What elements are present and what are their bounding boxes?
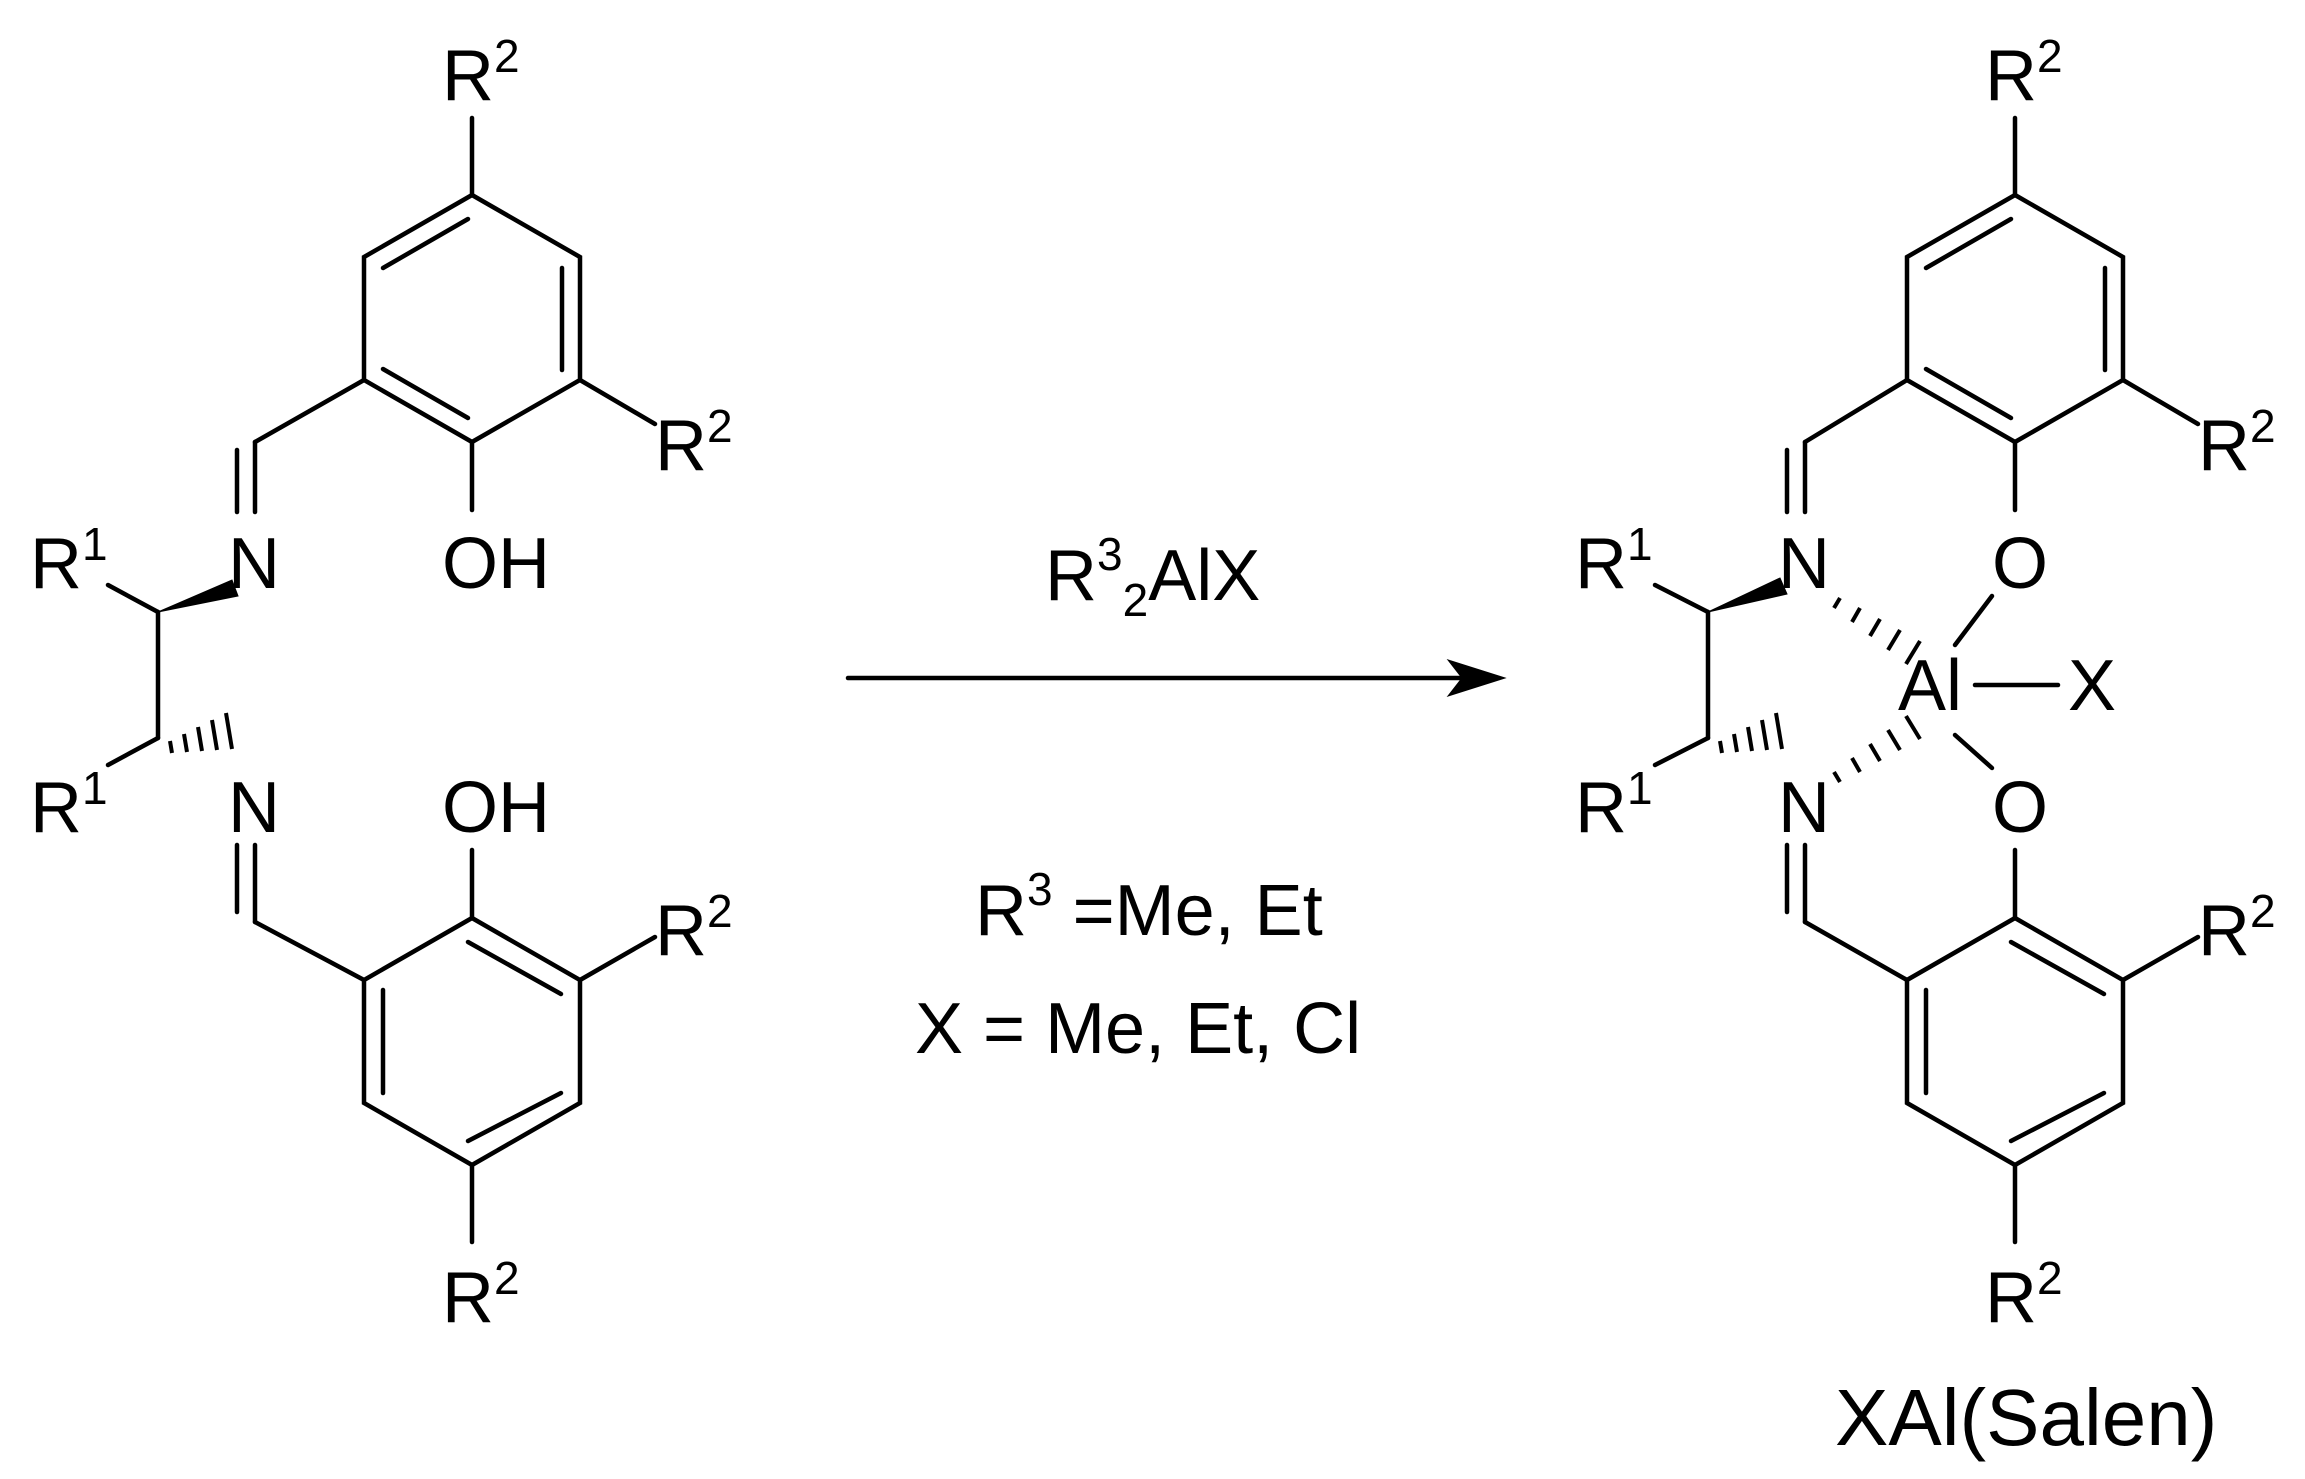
r2-label-product-bottom: R2 bbox=[1985, 1252, 2063, 1338]
product-wedge-bond-upper bbox=[1707, 577, 1788, 613]
oh-label-lower: OH bbox=[442, 768, 550, 848]
product-caption: XAl(Salen) bbox=[1835, 1373, 2217, 1462]
n-label-product-lower: N bbox=[1778, 768, 1830, 848]
product-hash-bond-lower bbox=[1718, 712, 1784, 754]
r2-label-product-upper-right: R2 bbox=[2198, 400, 2276, 486]
r1-label-lower: R1 bbox=[30, 762, 108, 848]
n-label-lower: N bbox=[228, 768, 280, 848]
r2-label-reactant-top: R2 bbox=[442, 30, 520, 116]
product-lower-ring bbox=[1904, 915, 2126, 1168]
r1-label-product-upper: R1 bbox=[1575, 518, 1653, 604]
hash-bond-lower bbox=[168, 712, 234, 754]
r2-label-reactant-bottom: R2 bbox=[442, 1252, 520, 1338]
imine-double-bond-lower bbox=[234, 842, 258, 925]
r2-label-reactant-lower-right: R2 bbox=[655, 885, 733, 971]
wedge-bond-upper bbox=[157, 579, 239, 613]
oh-label-upper: OH bbox=[442, 524, 550, 604]
bond-ch-to-ring-lower bbox=[252, 919, 367, 983]
imine-double-bond-upper bbox=[234, 439, 258, 515]
n-label-product-upper: N bbox=[1778, 524, 1830, 604]
r1-label-upper: R1 bbox=[30, 518, 108, 604]
al-label: Al bbox=[1898, 646, 1962, 726]
r1-label-product-lower: R1 bbox=[1575, 762, 1653, 848]
r2-label-product-lower-right: R2 bbox=[2198, 885, 2276, 971]
r2-label-reactant-upper-right: R2 bbox=[655, 400, 733, 486]
product-xal-salen: R2 R2 O N R1 Al X R1 N O R2 R2 XAl(Salen… bbox=[1575, 30, 2276, 1462]
bond-c-to-r1-lower bbox=[105, 735, 161, 768]
o-label-product-upper: O bbox=[1992, 524, 2048, 604]
product-upper-ring bbox=[1904, 192, 2126, 445]
reactant-lower-ring bbox=[361, 915, 583, 1168]
hash-bond-n-al-upper bbox=[1832, 596, 1922, 666]
reaction-arrow-group: R32AlX R3 =Me, Et X = Me, Et, Cl bbox=[845, 528, 1507, 1069]
bond-product-c-to-r1-upper bbox=[1652, 582, 1711, 615]
bond-ring-to-r2-upper-right bbox=[577, 377, 658, 427]
reagent-formula: R32AlX bbox=[1045, 528, 1260, 626]
o-label-product-lower: O bbox=[1992, 768, 2048, 848]
bond-ring-to-r2-lower-right bbox=[577, 934, 658, 983]
bond-product-ring-to-ch-upper bbox=[1802, 377, 1910, 445]
bond-ring-to-ch-upper bbox=[252, 377, 367, 445]
reactant-upper-ring bbox=[361, 192, 583, 445]
x-label-product: X bbox=[2068, 646, 2116, 726]
bond-al-o-upper bbox=[1952, 593, 1995, 648]
condition-x: X = Me, Et, Cl bbox=[915, 989, 1361, 1069]
bond-product-c-to-r1-lower bbox=[1652, 735, 1711, 768]
product-imine-double-bond-upper bbox=[1784, 439, 1808, 515]
bond-product-ring-to-r2-lower-right bbox=[2120, 934, 2201, 983]
bond-al-o-lower bbox=[1952, 732, 1995, 771]
bond-product-ring-to-r2-upper-right bbox=[2120, 377, 2201, 427]
bond-c-to-r1-upper bbox=[105, 582, 161, 615]
reactant-salen-ligand: R2 R2 OH N R1 R1 N OH R2 R2 bbox=[30, 30, 733, 1338]
condition-r3: R3 =Me, Et bbox=[975, 863, 1323, 951]
reaction-arrow-head bbox=[1446, 659, 1507, 697]
product-imine-double-bond-lower bbox=[1784, 842, 1808, 925]
n-label-upper: N bbox=[228, 524, 280, 604]
hash-bond-n-al-lower bbox=[1832, 714, 1922, 784]
bond-product-ch-to-ring-lower bbox=[1802, 919, 1910, 983]
r2-label-product-top: R2 bbox=[1985, 30, 2063, 116]
